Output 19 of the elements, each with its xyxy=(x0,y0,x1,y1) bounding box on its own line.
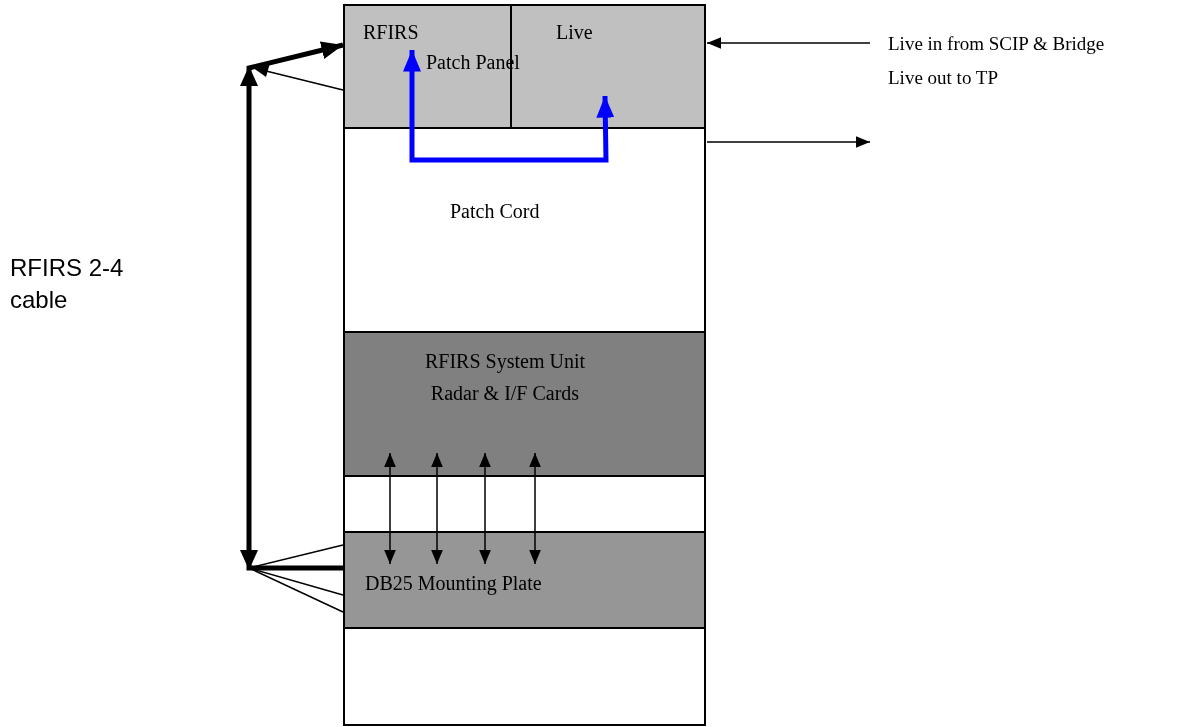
patch-panel xyxy=(343,4,706,129)
arrow xyxy=(479,452,491,565)
node-label: RFIRS xyxy=(363,20,419,45)
cable-label: RFIRS 2-4 cable xyxy=(10,253,125,315)
patch-cord-arrow xyxy=(403,50,615,163)
arrow xyxy=(706,37,871,49)
mounting-plate xyxy=(343,531,706,629)
arrow xyxy=(706,136,871,148)
arrow xyxy=(529,452,541,565)
arrow xyxy=(384,452,396,565)
node-label: RFIRS System Unit Radar & I/F Cards xyxy=(423,349,586,406)
system-unit xyxy=(343,331,706,477)
arrow xyxy=(431,452,443,565)
rack-frame xyxy=(343,4,706,726)
connection-note: Live out to TP xyxy=(888,66,998,90)
cable-arrow xyxy=(240,41,344,613)
node-label: DB25 Mounting Plate xyxy=(365,571,543,597)
node-label: Live xyxy=(556,20,593,45)
connection-note: Live in from SCIP & Bridge xyxy=(888,32,1105,56)
